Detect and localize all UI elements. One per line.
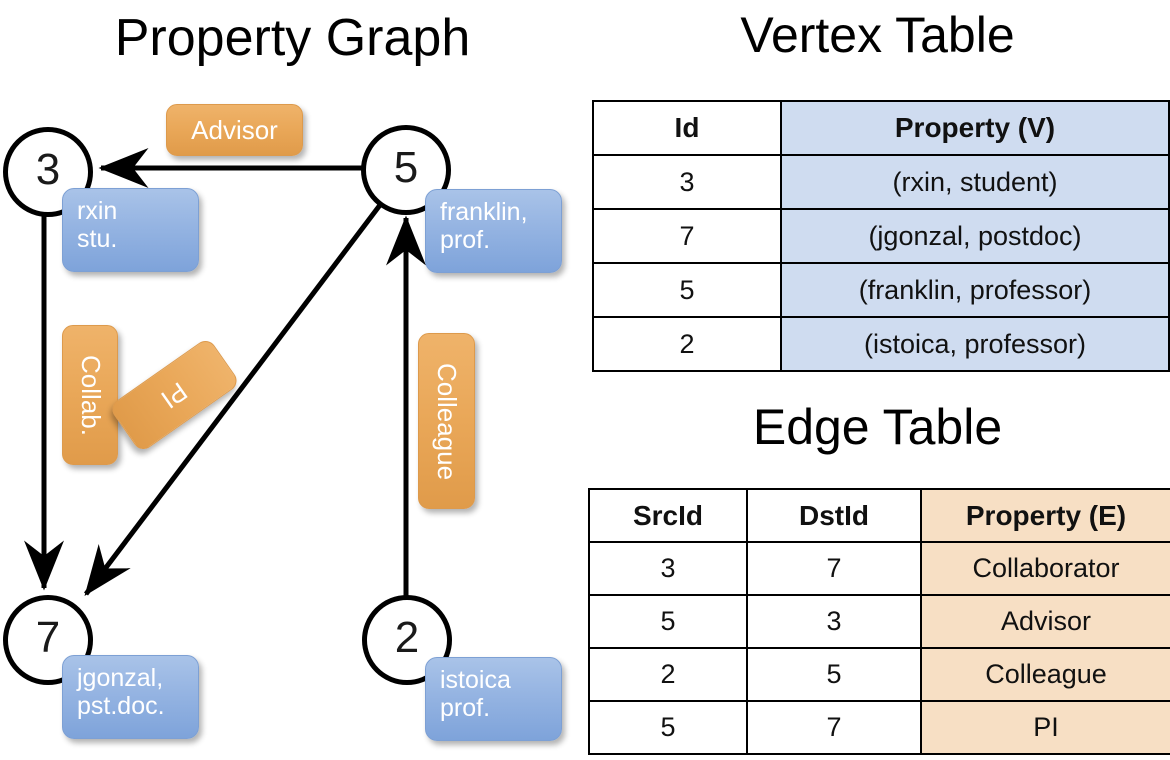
graph-node-7-label: 7 — [35, 613, 61, 662]
node-property-line-2: pst.doc. — [77, 692, 165, 720]
node-property-line-1: franklin, — [440, 198, 528, 226]
graph-edges-svg — [24, 148, 426, 596]
table-row[interactable]: 2 (istoica, professor) — [592, 316, 1170, 372]
table-row[interactable]: 7 (jgonzal, postdoc) — [592, 208, 1170, 264]
edge-header-property: Property (E) — [920, 488, 1170, 543]
node-property-box-3[interactable]: rxin stu. — [62, 188, 199, 272]
edge-label-collab[interactable]: Collab. — [62, 325, 118, 465]
table-row[interactable]: 5 7 PI — [588, 700, 1170, 755]
table-row[interactable]: 3 7 Collaborator — [588, 541, 1170, 596]
vertex-header-property: Property (V) — [780, 100, 1170, 156]
graph-node-5[interactable]: 5 — [361, 125, 451, 215]
edge-header-srcid: SrcId — [588, 488, 748, 543]
page-title-property-graph: Property Graph — [114, 9, 471, 67]
edge-label-collab-text: Collab. — [75, 354, 106, 436]
node-property-box-5[interactable]: franklin, prof. — [425, 189, 562, 273]
node-property-line-2: stu. — [77, 225, 118, 253]
vertex-cell-property: (rxin, student) — [780, 154, 1170, 210]
node-property-box-2[interactable]: istoica prof. — [425, 657, 562, 741]
vertex-header-id: Id — [592, 100, 782, 156]
edge-cell-dstid: 7 — [746, 541, 922, 596]
table-row[interactable]: 5 (franklin, professor) — [592, 262, 1170, 318]
edge-table-header-row: SrcId DstId Property (E) — [588, 488, 1170, 543]
edge-cell-property: Collaborator — [920, 541, 1170, 596]
edge-label-colleague-text: Colleague — [432, 362, 462, 480]
node-property-line-2: prof. — [440, 694, 491, 722]
vertex-cell-id: 7 — [592, 208, 782, 264]
edge-label-colleague[interactable]: Colleague — [418, 333, 475, 509]
vertex-cell-id: 3 — [592, 154, 782, 210]
vertex-cell-id: 5 — [592, 262, 782, 318]
edge-label-advisor-text: Advisor — [191, 114, 278, 145]
edge-label-pi-text: PI — [156, 376, 194, 415]
node-property-line-1: rxin — [77, 197, 118, 225]
graph-node-2[interactable]: 2 — [362, 595, 452, 685]
node-property-box-7[interactable]: jgonzal, pst.doc. — [62, 655, 199, 739]
vertex-table-header-row: Id Property (V) — [592, 100, 1170, 156]
edge-cell-srcid: 2 — [588, 647, 748, 702]
vertex-cell-id: 2 — [592, 316, 782, 372]
page-title-vertex-table: Vertex Table — [740, 7, 1015, 63]
graph-node-3-label: 3 — [35, 145, 61, 194]
property-graph-diagram: 3 5 7 2 rxin stu. franklin, prof. jgonza… — [3, 104, 562, 741]
graph-node-2-label: 2 — [394, 613, 420, 662]
graph-node-5-label: 5 — [393, 143, 419, 192]
edge-cell-srcid: 5 — [588, 594, 748, 649]
edge-cell-property: PI — [920, 700, 1170, 755]
edge-cell-property: Advisor — [920, 594, 1170, 649]
node-property-line-2: prof. — [440, 226, 491, 254]
vertex-cell-property: (franklin, professor) — [780, 262, 1170, 318]
vertex-table: Id Property (V) 3 (rxin, student) 7 (jgo… — [592, 100, 1170, 372]
vertex-cell-property: (jgonzal, postdoc) — [780, 208, 1170, 264]
node-property-line-1: istoica — [440, 666, 511, 694]
node-property-line-1: jgonzal, — [77, 664, 164, 692]
table-row[interactable]: 2 5 Colleague — [588, 647, 1170, 702]
edge-label-advisor[interactable]: Advisor — [166, 104, 303, 156]
vertex-cell-property: (istoica, professor) — [780, 316, 1170, 372]
edge-line-5-to-7 — [84, 203, 382, 596]
edge-cell-srcid: 5 — [588, 700, 748, 755]
edge-header-dstid: DstId — [746, 488, 922, 543]
page-title-edge-table: Edge Table — [752, 399, 1003, 455]
edge-cell-dstid: 5 — [746, 647, 922, 702]
edge-cell-dstid: 3 — [746, 594, 922, 649]
table-row[interactable]: 5 3 Advisor — [588, 594, 1170, 649]
table-row[interactable]: 3 (rxin, student) — [592, 154, 1170, 210]
edge-cell-dstid: 7 — [746, 700, 922, 755]
edge-cell-property: Colleague — [920, 647, 1170, 702]
edge-table: SrcId DstId Property (E) 3 7 Collaborato… — [588, 488, 1170, 755]
edge-cell-srcid: 3 — [588, 541, 748, 596]
